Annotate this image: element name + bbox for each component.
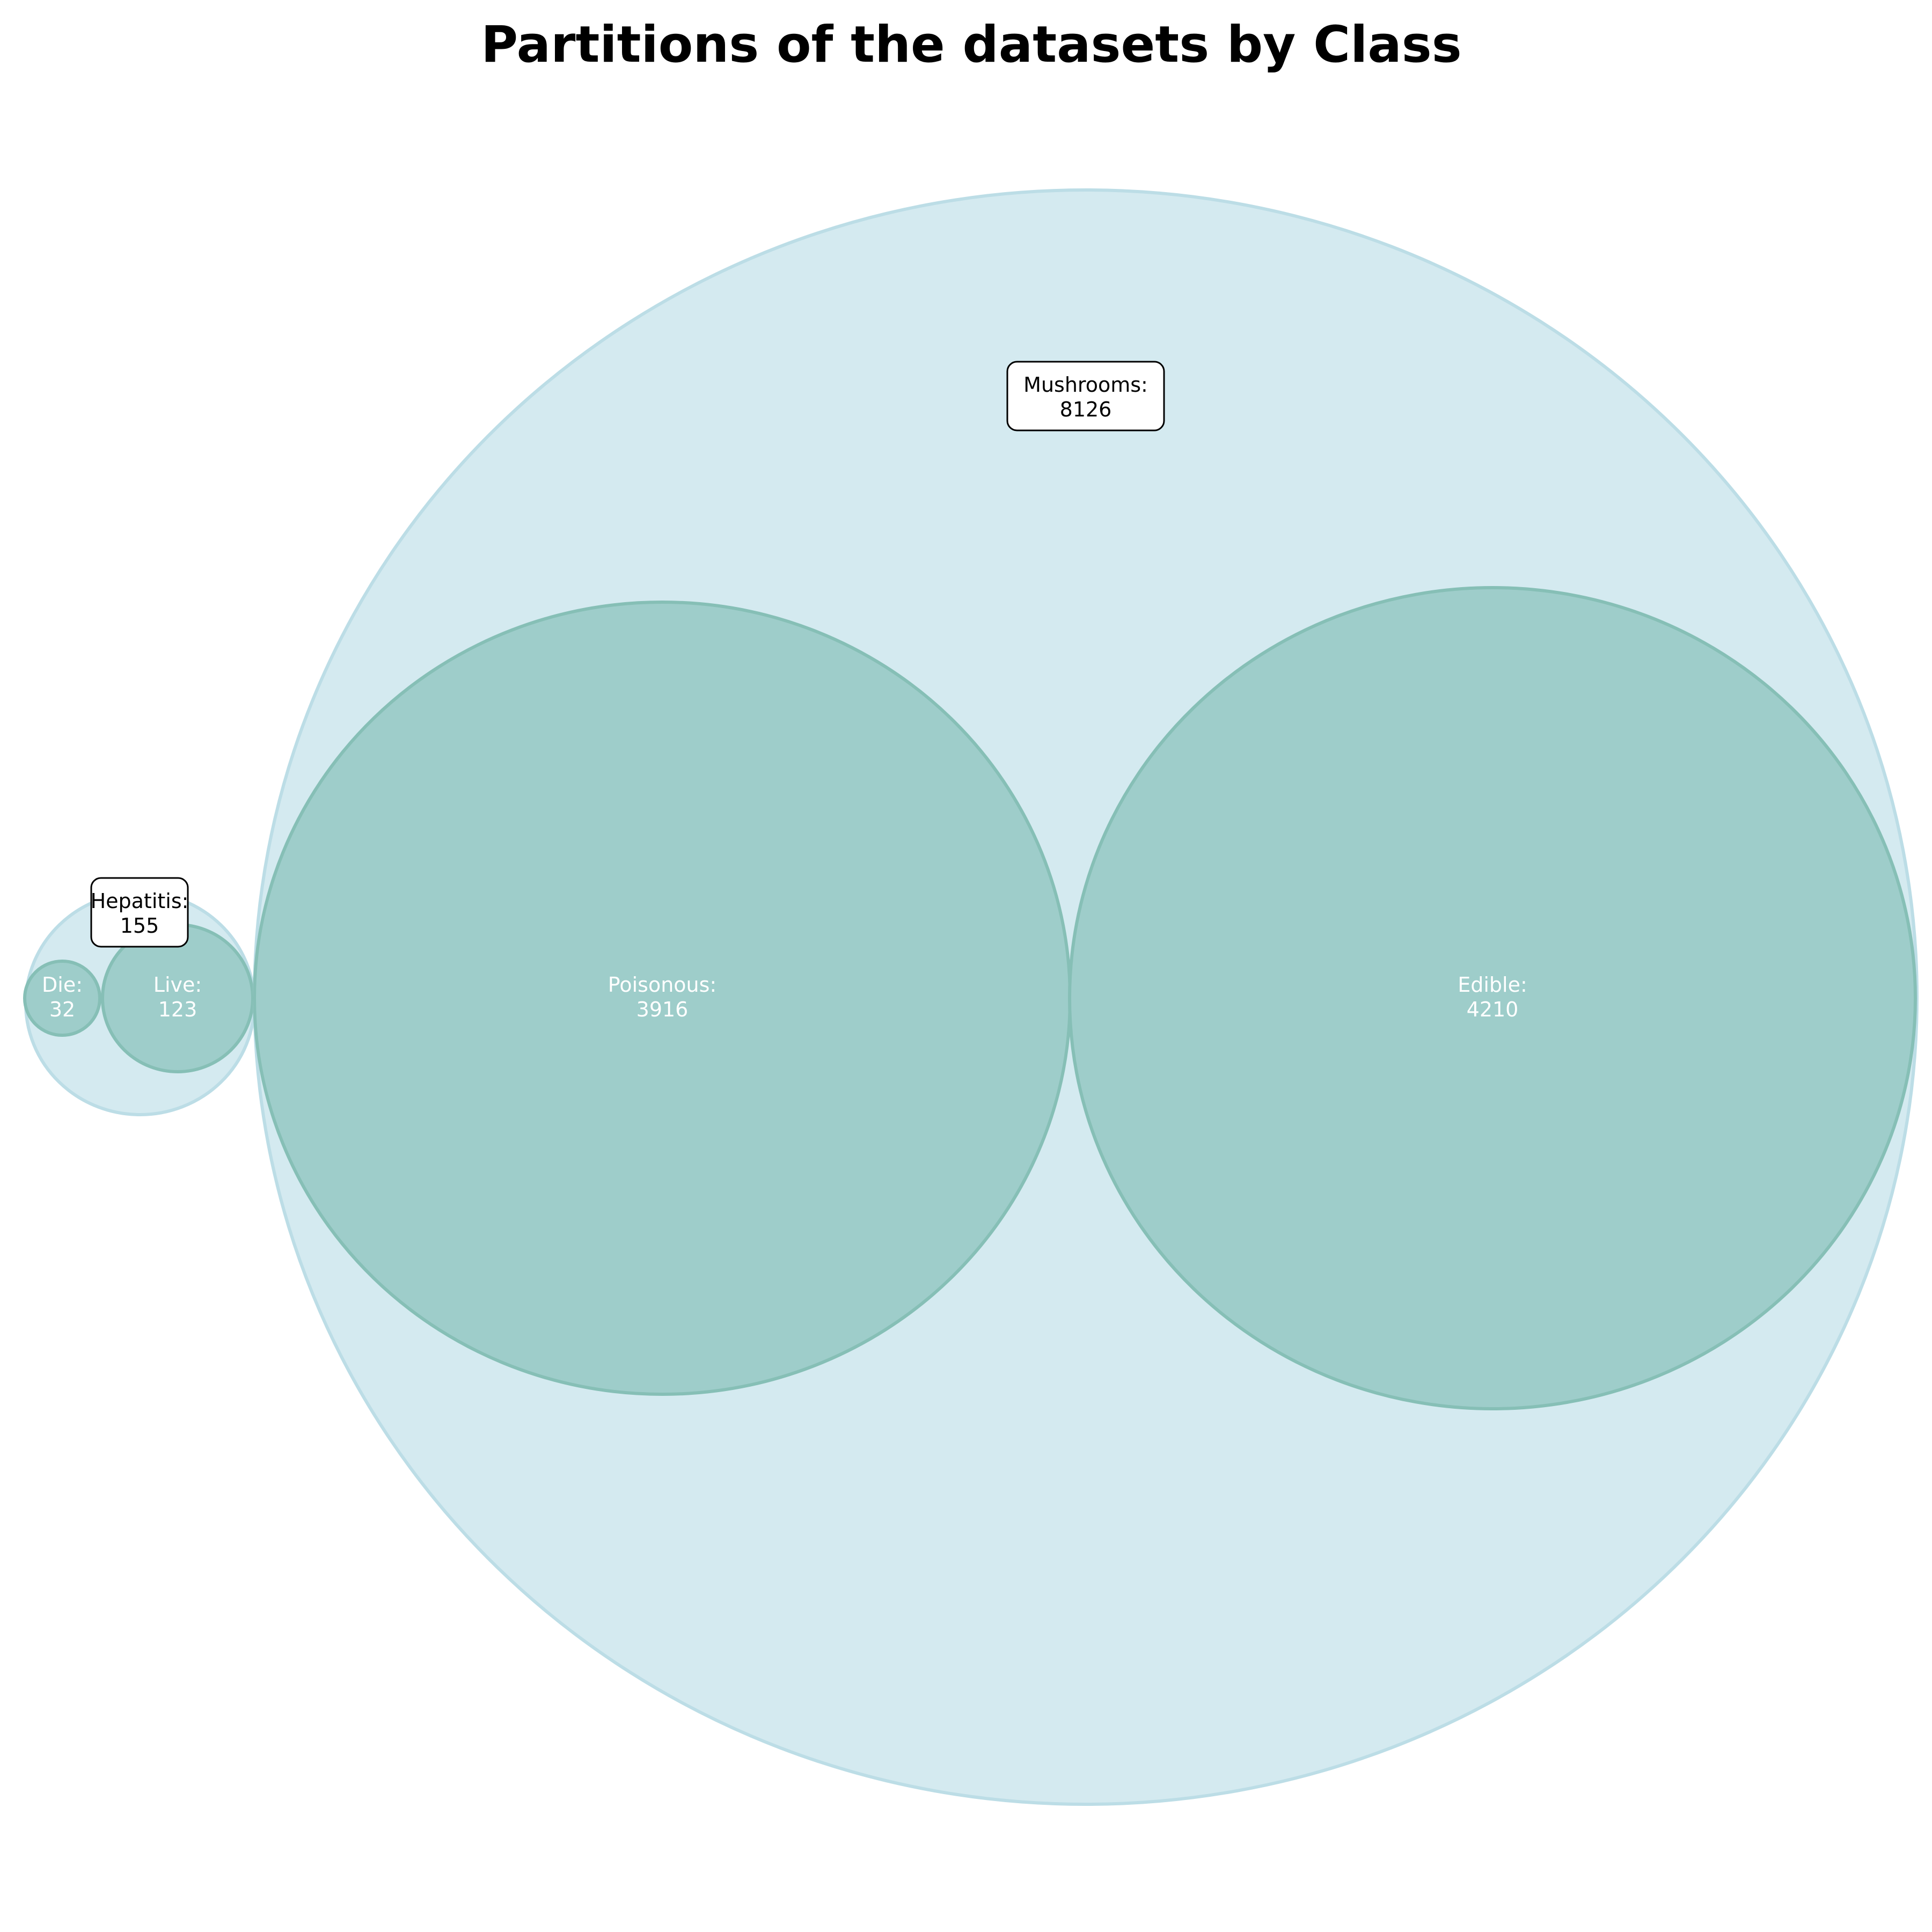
group-total-mushrooms: 8126 [1060,398,1112,421]
class-label-poisonous: Poisonous: [608,973,716,997]
group-label-box-hepatitis [90,877,189,948]
circles-layer [23,188,1919,1806]
group-label-box-mushrooms [1006,361,1165,431]
class-value-edible: 4210 [1467,998,1519,1021]
class-label-die: Die: [42,973,83,997]
class-circle-die [23,960,101,1037]
class-circle-edible [1068,586,1917,1410]
chart-title: Partitions of the datasets by Class [481,16,1461,74]
group-total-hepatitis: 155 [120,914,159,938]
labels-layer: Die:32 Live:123 Hepatitis:155Poisonous:391… [42,361,1527,1021]
class-value-live: 123 [158,998,197,1021]
class-value-die: 32 [49,998,75,1021]
group-label-hepatitis: Hepatitis: [91,889,189,913]
class-value-poisonous: 3916 [636,998,689,1021]
class-label-live: Live: [153,973,202,997]
class-label-edible: Edible: [1458,973,1527,997]
group-label-mushrooms: Mushrooms: [1023,373,1148,397]
